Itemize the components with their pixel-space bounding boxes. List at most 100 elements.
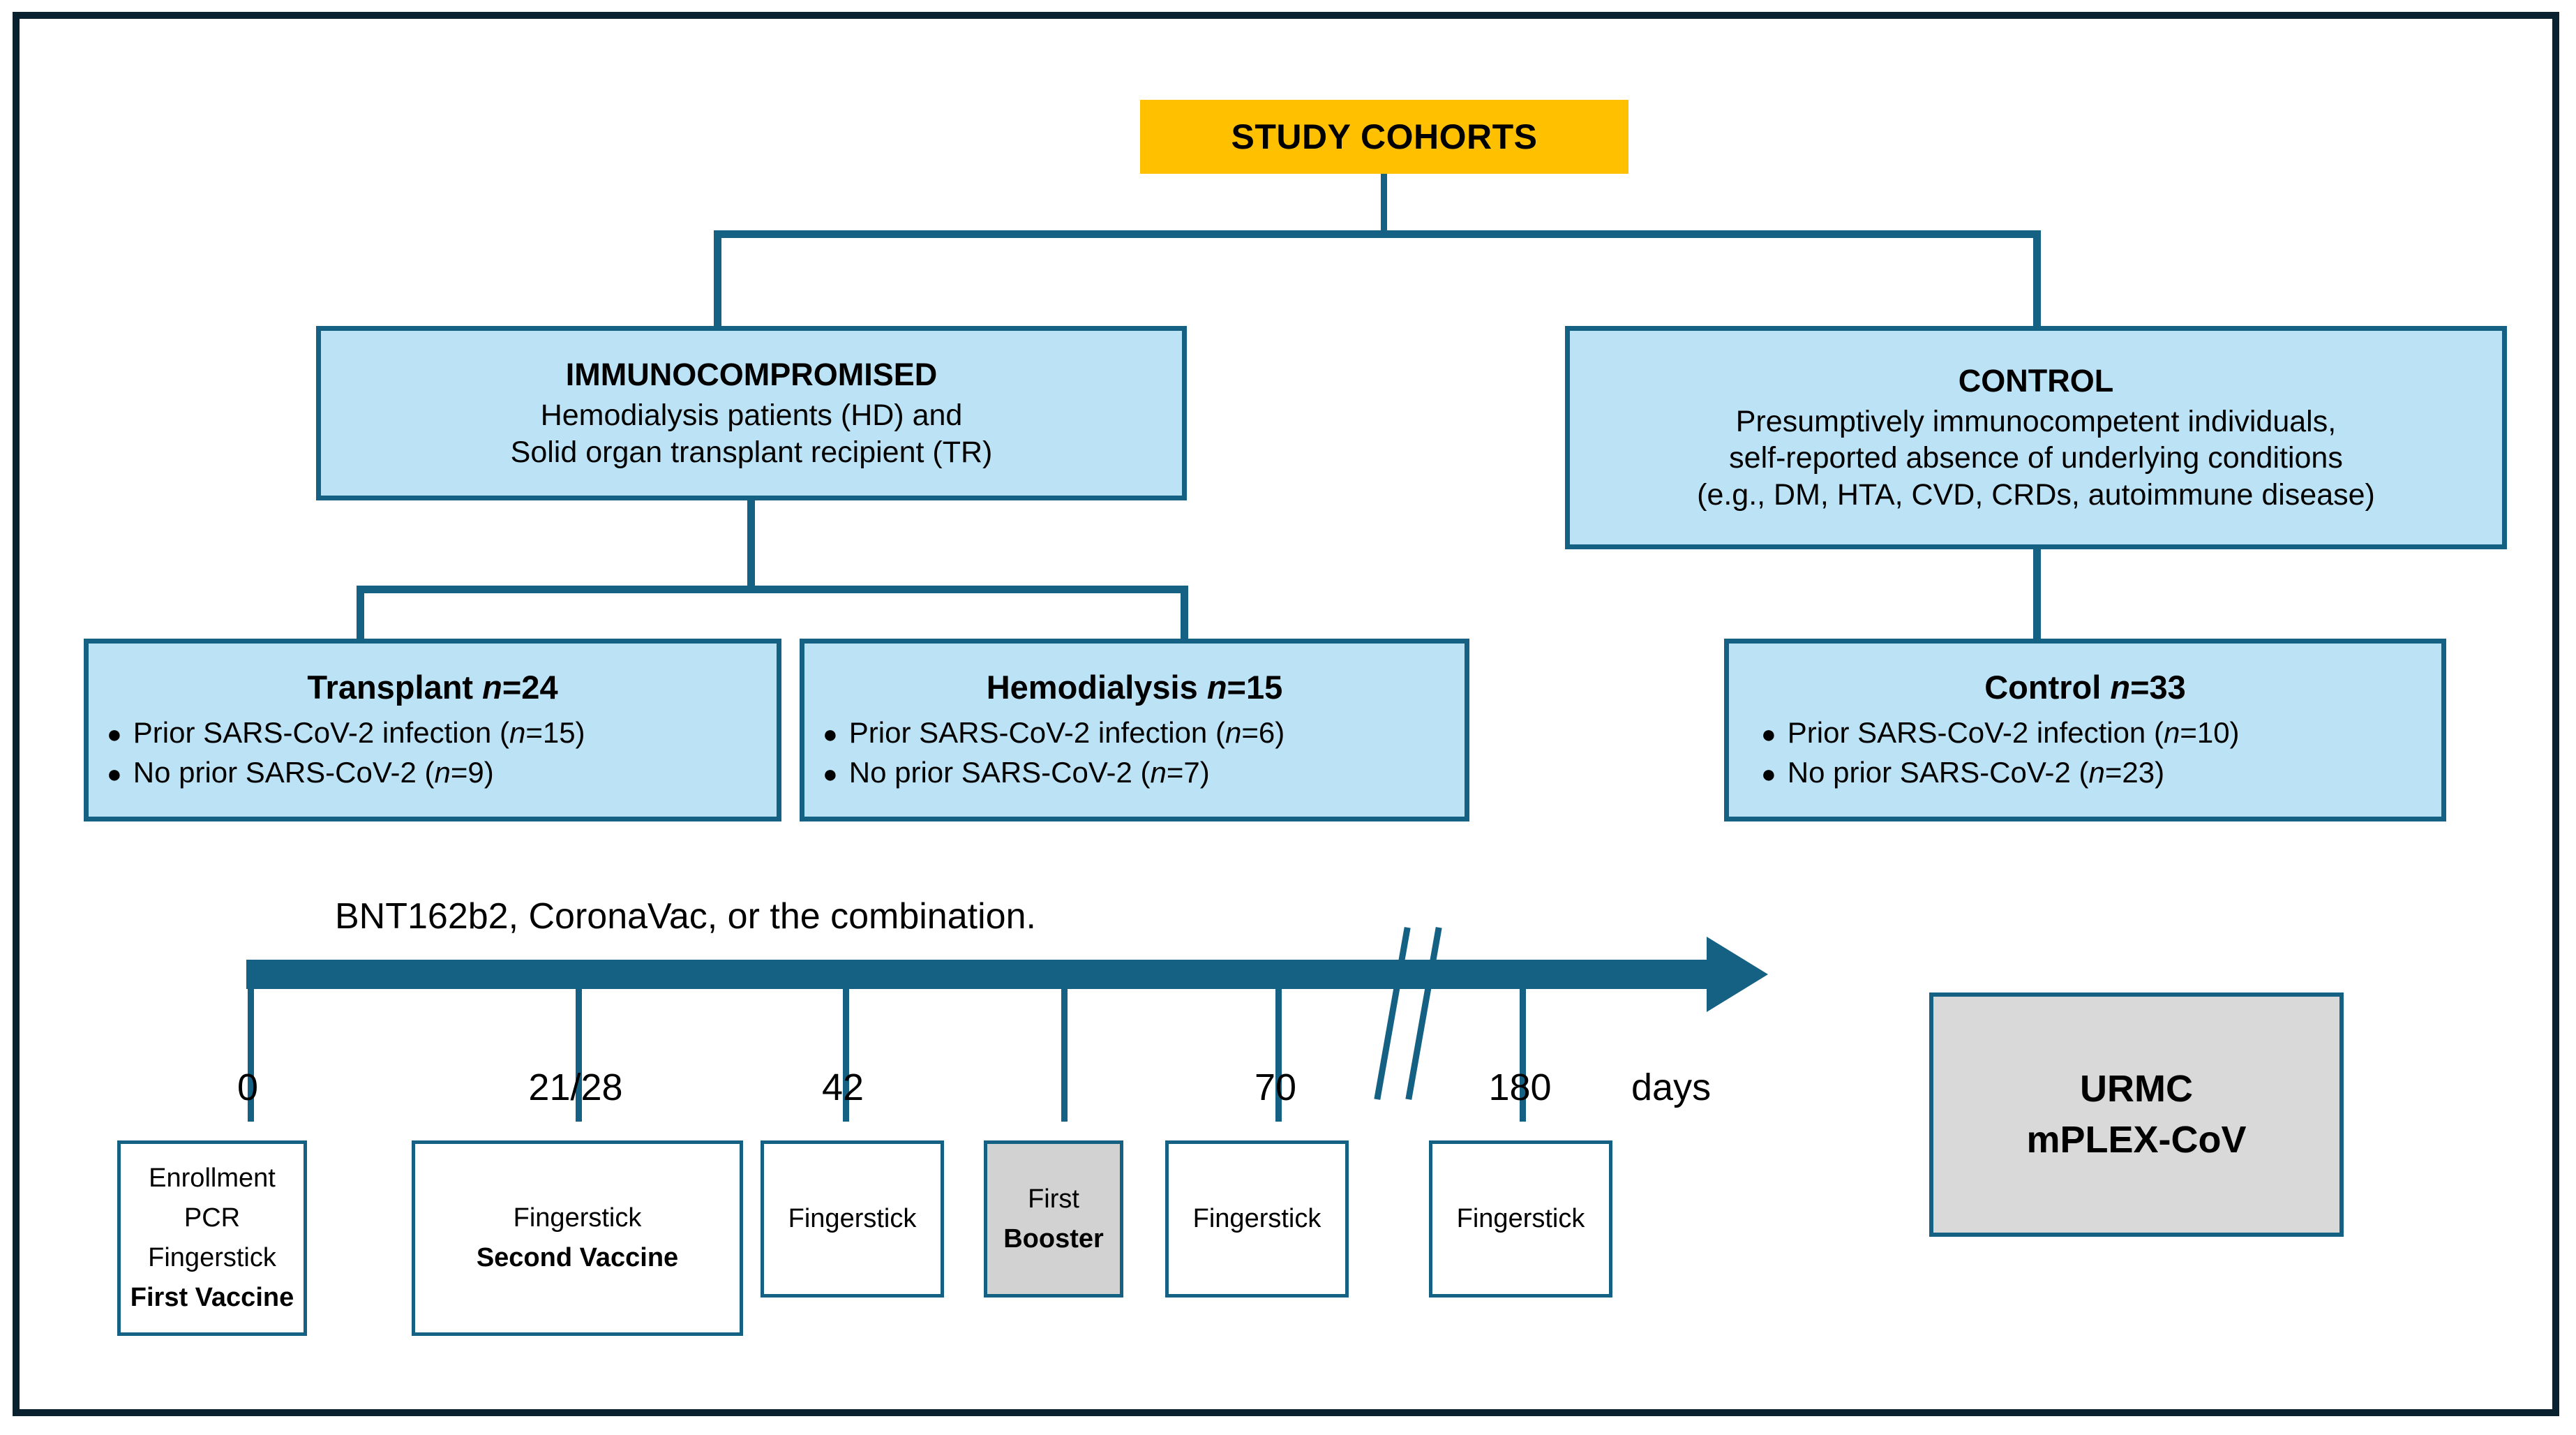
timeline-day-label-5: 180 xyxy=(1488,1066,1552,1108)
bullet-icon: ● xyxy=(1761,719,1776,748)
control-line2: self-reported absence of underlying cond… xyxy=(1729,441,2343,475)
transplant-n-value: =24 xyxy=(502,668,558,706)
timeline-event-1: Fingerstick Second Vaccine xyxy=(412,1140,743,1336)
card-control-cohort: Control n=33 ●Prior SARS-CoV-2 infection… xyxy=(1724,639,2446,821)
transplant-item1-n: n xyxy=(434,755,451,789)
timeline-tick-3 xyxy=(1061,986,1068,1122)
connector-to-transplant xyxy=(357,586,364,643)
hemo-item0-val: =6) xyxy=(1241,715,1285,749)
transplant-n-italic: n xyxy=(482,668,502,706)
transplant-item1-val: =9) xyxy=(450,755,494,789)
transplant-item0-text: Prior SARS-CoV-2 infection ( xyxy=(133,715,509,749)
banner-label: STUDY COHORTS xyxy=(1231,117,1538,156)
timeline-day-label-0: 0 xyxy=(237,1066,259,1108)
diagram-frame: STUDY COHORTS IMMUNOCOMPROMISED Hemodial… xyxy=(13,12,2559,1416)
ctrl-item0-n: n xyxy=(2163,715,2180,749)
list-item: ● No prior SARS-CoV-2 (n=9) xyxy=(107,753,777,793)
event-5-line-0: Fingerstick xyxy=(1456,1204,1585,1233)
transplant-item1-text: No prior SARS-CoV-2 ( xyxy=(133,755,435,789)
bullet-icon: ● xyxy=(823,759,838,788)
list-item: ● No prior SARS-CoV-2 (n=7) xyxy=(823,753,1465,793)
transplant-list: ●Prior SARS-CoV-2 infection (n=15) ●No p… xyxy=(89,713,777,792)
timeline-tick-5 xyxy=(1520,986,1526,1122)
card-control-group: CONTROL Presumptively immunocompetent in… xyxy=(1565,326,2507,549)
control-header: CONTROL xyxy=(1958,362,2114,399)
connector-immuno-horizontal xyxy=(357,586,1188,593)
timeline-event-0: Enrollment PCR Fingerstick First Vaccine xyxy=(117,1140,307,1336)
transplant-name: Transplant xyxy=(307,668,474,706)
ctrl-item0-val: =10) xyxy=(2180,715,2240,749)
study-cohorts-banner: STUDY COHORTS xyxy=(1140,100,1628,174)
timeline-tick-1 xyxy=(576,986,582,1122)
bullet-icon: ● xyxy=(823,719,838,748)
event-1-line-0: Fingerstick xyxy=(513,1203,642,1233)
card-immunocompromised: IMMUNOCOMPROMISED Hemodialysis patients … xyxy=(316,326,1187,500)
bullet-icon: ● xyxy=(1761,759,1776,788)
hemo-item0-n: n xyxy=(1225,715,1242,749)
timeline-tick-4 xyxy=(1275,986,1282,1122)
list-item: ●Prior SARS-CoV-2 infection (n=6) xyxy=(823,713,1465,753)
connector-to-immuno xyxy=(714,230,721,328)
transplant-title: Transplant n=24 xyxy=(89,668,777,706)
hemodialysis-title: Hemodialysis n=15 xyxy=(804,668,1465,706)
hemo-item1-n: n xyxy=(1150,755,1167,789)
connector-to-hemodialysis xyxy=(1181,586,1188,643)
timeline-event-2: Fingerstick xyxy=(761,1140,944,1298)
transplant-item0-val: =15) xyxy=(525,715,585,749)
event-2-line-0: Fingerstick xyxy=(788,1204,917,1233)
hemo-item1-text: No prior SARS-CoV-2 ( xyxy=(848,755,1151,789)
bullet-icon: ● xyxy=(107,719,122,748)
event-0-line-1: PCR xyxy=(184,1203,241,1233)
ctrl-item1-val: =23) xyxy=(2104,755,2165,789)
control-list: ●Prior SARS-CoV-2 infection (n=10) ●No p… xyxy=(1729,713,2441,792)
ctrl-item1-n: n xyxy=(2088,755,2105,789)
urmc-line2: mPLEX-CoV xyxy=(2026,1119,2247,1161)
event-0-line-0: Enrollment xyxy=(149,1163,276,1193)
hemo-item1-val: =7) xyxy=(1166,755,1210,789)
connector-control-stem xyxy=(2033,549,2041,643)
timeline-caption: BNT162b2, CoronaVac, or the combination. xyxy=(335,896,1036,937)
timeline-event-4: Fingerstick xyxy=(1165,1140,1349,1298)
connector-to-control xyxy=(2033,230,2041,328)
assay-box-urmc: URMC mPLEX-CoV xyxy=(1929,992,2344,1237)
event-3-line-0: First xyxy=(1028,1184,1079,1214)
timeline-arrow-head xyxy=(1707,937,1768,1012)
list-item: ● Prior SARS-CoV-2 infection (n=10) xyxy=(1761,713,2441,753)
control-n-value: =33 xyxy=(2130,668,2186,706)
timeline-day-label-2: 42 xyxy=(821,1066,864,1108)
ctrl-item1-text: No prior SARS-CoV-2 ( xyxy=(1787,755,2089,789)
card-hemodialysis-cohort: Hemodialysis n=15 ●Prior SARS-CoV-2 infe… xyxy=(800,639,1469,821)
event-0-line-2: Fingerstick xyxy=(148,1243,276,1272)
timeline-event-3: First Booster xyxy=(984,1140,1123,1298)
hemodialysis-n-italic: n xyxy=(1206,668,1227,706)
timeline-tick-0 xyxy=(248,986,254,1122)
timeline-day-label-1: 21/28 xyxy=(528,1066,623,1108)
ctrl-item0-text: Prior SARS-CoV-2 infection ( xyxy=(1787,715,2164,749)
urmc-line1: URMC xyxy=(2080,1068,2193,1110)
list-item: ● No prior SARS-CoV-2 (n=23) xyxy=(1761,753,2441,793)
axis-break-mark-2 xyxy=(1405,927,1442,1100)
control-cohort-name: Control xyxy=(1984,668,2102,706)
connector-banner-stem xyxy=(1381,174,1387,235)
control-n-italic: n xyxy=(2110,668,2131,706)
control-line3: (e.g., DM, HTA, CVD, CRDs, autoimmune di… xyxy=(1697,477,2375,512)
list-item: ● Prior SARS-CoV-2 infection (n=15) xyxy=(107,713,777,753)
immuno-line2: Solid organ transplant recipient (TR) xyxy=(510,435,993,469)
axis-break-mark-1 xyxy=(1374,927,1411,1100)
event-4-line-0: Fingerstick xyxy=(1192,1204,1321,1233)
immuno-line1: Hemodialysis patients (HD) and xyxy=(540,399,963,433)
hemodialysis-name: Hemodialysis xyxy=(986,668,1198,706)
transplant-item0-n: n xyxy=(509,715,526,749)
event-0-bold-0: First Vaccine xyxy=(130,1283,294,1312)
timeline-event-5: Fingerstick xyxy=(1429,1140,1612,1298)
timeline-tick-2 xyxy=(843,986,849,1122)
control-cohort-title: Control n=33 xyxy=(1729,668,2441,706)
timeline-axis-bar xyxy=(246,960,1712,989)
hemodialysis-list: ●Prior SARS-CoV-2 infection (n=6) ● No pr… xyxy=(804,713,1465,792)
bullet-icon: ● xyxy=(107,759,122,788)
control-line1: Presumptively immunocompetent individual… xyxy=(1735,404,2337,438)
timeline-day-label-4: 70 xyxy=(1254,1066,1297,1108)
connector-immuno-stem xyxy=(747,500,755,591)
event-1-bold-0: Second Vaccine xyxy=(476,1243,679,1272)
